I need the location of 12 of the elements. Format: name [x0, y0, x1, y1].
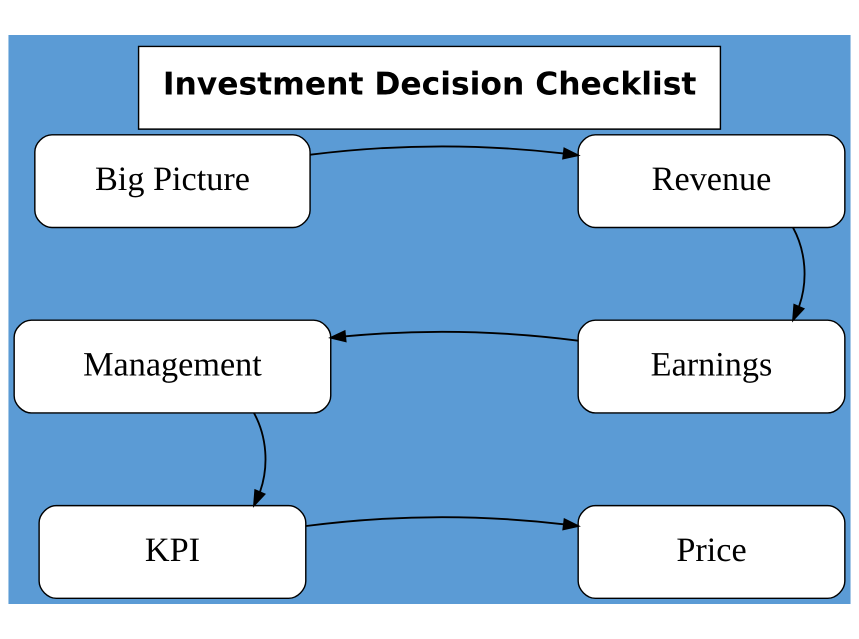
node-box: Management [13, 320, 332, 414]
node-box: Price [577, 504, 846, 599]
node-box: Earnings [577, 320, 846, 414]
node-box: Revenue [577, 134, 846, 228]
node-box: Big Picture [34, 134, 311, 228]
arrow [252, 412, 266, 508]
diagram-title: Investment Decision Checklist [162, 66, 696, 102]
node-box: KPI [38, 504, 306, 599]
arrow [306, 516, 581, 530]
arrow [792, 227, 806, 322]
arrow [328, 330, 578, 342]
arrow [310, 146, 581, 160]
